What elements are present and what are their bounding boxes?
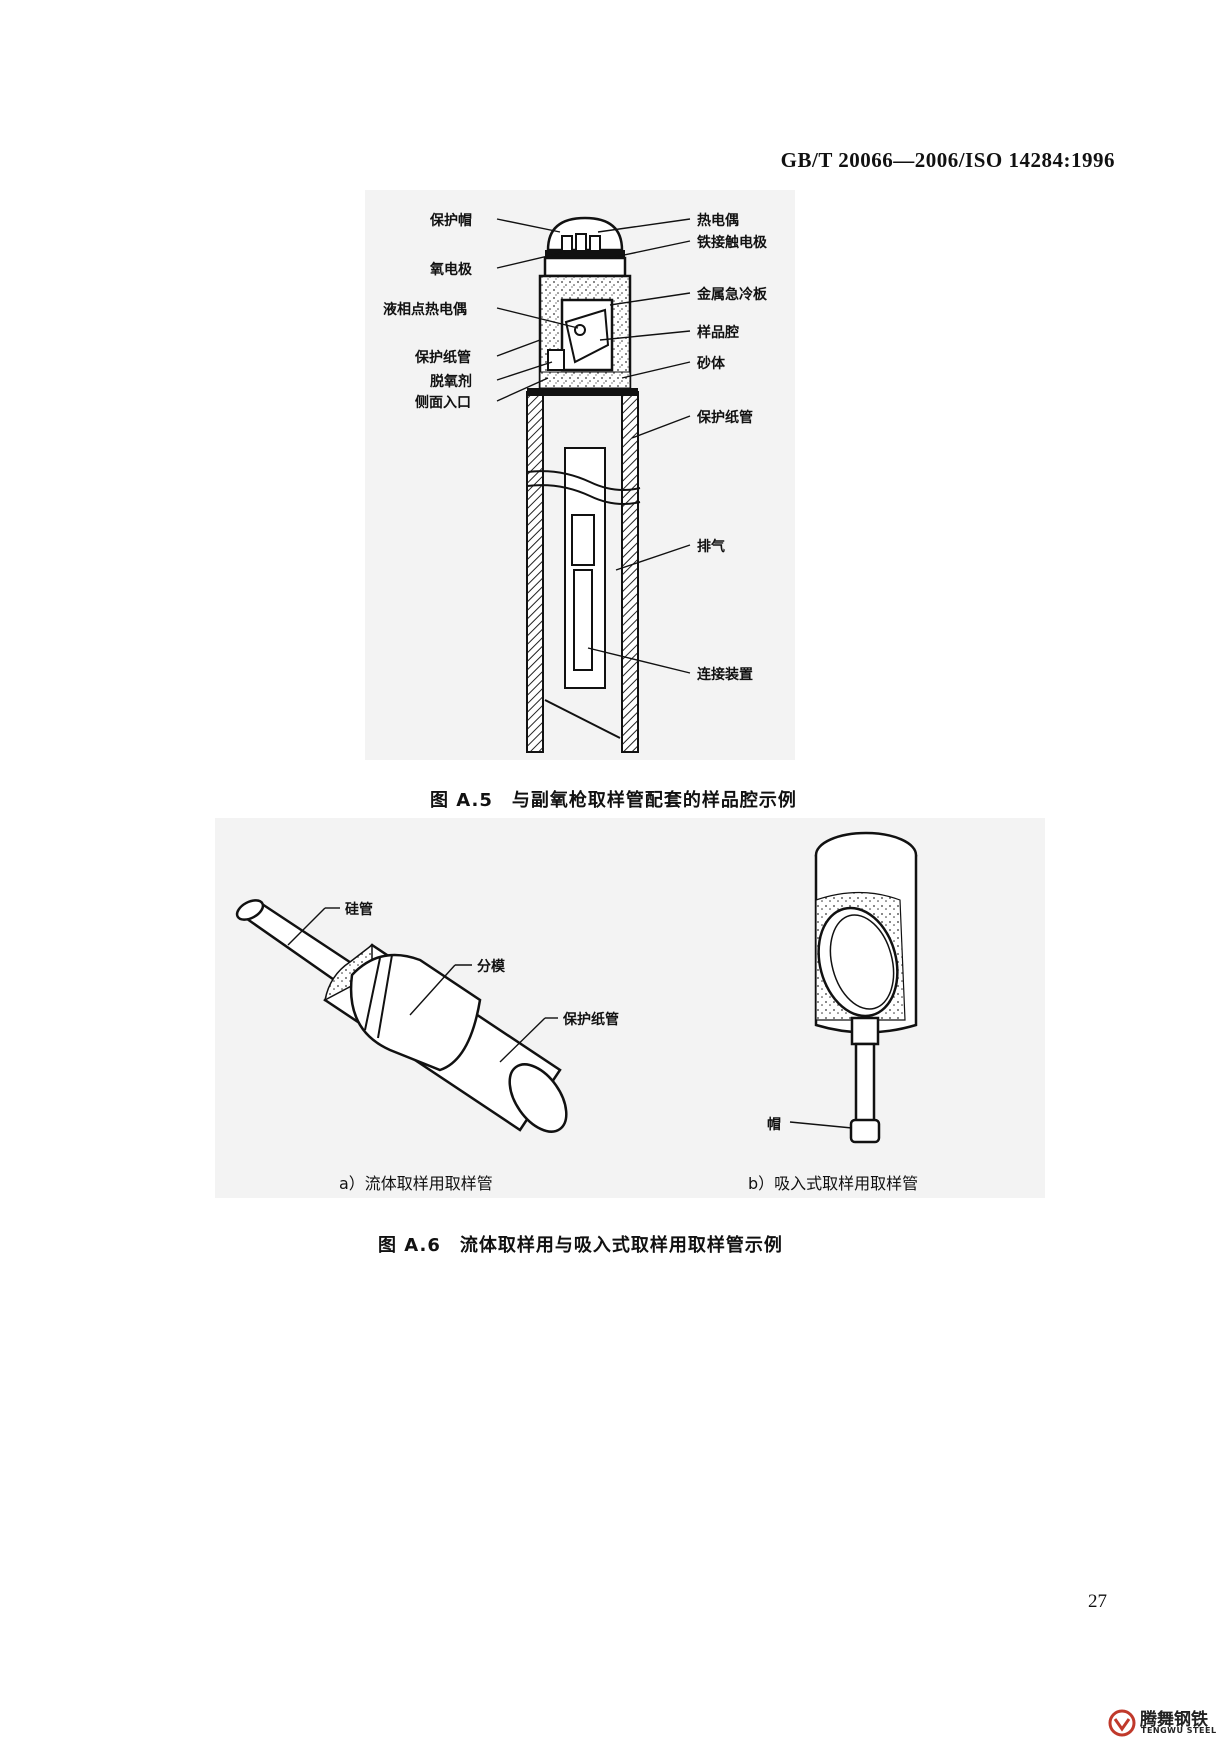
label-liquidus-thermocouple: 液相点热电偶: [383, 302, 467, 318]
brand-logo: 腾舞钢铁 TENGWU STEEL: [1108, 1707, 1218, 1739]
label-protective-paper-tube: 保护纸管: [563, 1012, 619, 1028]
label-silica-tube: 硅管: [345, 902, 373, 918]
brand-name-cn: 腾舞钢铁: [1140, 1710, 1208, 1730]
figure-a6-leaders: [287, 907, 853, 1129]
label-split-mould: 分模: [477, 959, 505, 975]
sample-chamber: [538, 274, 632, 390]
label-iron-contact-electrode: 铁接触电极: [697, 235, 767, 251]
figure-a6-caption: 图 A.6 流体取样用与吸入式取样用取样管示例: [378, 1235, 783, 1256]
label-sand-body: 砂体: [697, 356, 725, 372]
label-sample-cavity: 样品腔: [697, 325, 739, 341]
label-metal-chill-plate: 金属急冷板: [697, 287, 767, 303]
standard-number: GB/T 20066—2006/ISO 14284:1996: [780, 148, 1115, 172]
figure-a6-subcaption-a: a）流体取样用取样管: [339, 1174, 493, 1193]
label-oxygen-electrode: 氧电极: [430, 262, 472, 278]
label-exhaust: 排气: [697, 539, 725, 555]
label-protective-paper-tube-left: 保护纸管: [415, 350, 471, 366]
label-protective-paper-tube-right: 保护纸管: [697, 410, 753, 426]
figure-a5-leaders: [496, 218, 691, 674]
fluid-sampling-tube: [235, 899, 568, 1133]
label-deoxidizer: 脱氧剂: [430, 374, 472, 390]
label-connection-device: 连接装置: [697, 667, 753, 683]
label-thermocouple: 热电偶: [697, 213, 739, 229]
suction-sampling-tube: [814, 831, 918, 1144]
outer-paper-tube: [526, 388, 641, 753]
page-number: 27: [1088, 1591, 1107, 1612]
probe-cap: [543, 216, 627, 278]
brand-logo-icon: [1108, 1709, 1136, 1737]
figure-a5-caption: 图 A.5 与副氧枪取样管配套的样品腔示例: [430, 790, 797, 811]
brand-name-en: TENGWU STEEL: [1141, 1726, 1217, 1735]
label-side-inlet: 侧面入口: [415, 395, 471, 411]
label-cap: 帽: [767, 1117, 781, 1133]
figure-a6-subcaption-b: b）吸入式取样用取样管: [748, 1174, 919, 1193]
label-protective-cap: 保护帽: [430, 213, 472, 229]
